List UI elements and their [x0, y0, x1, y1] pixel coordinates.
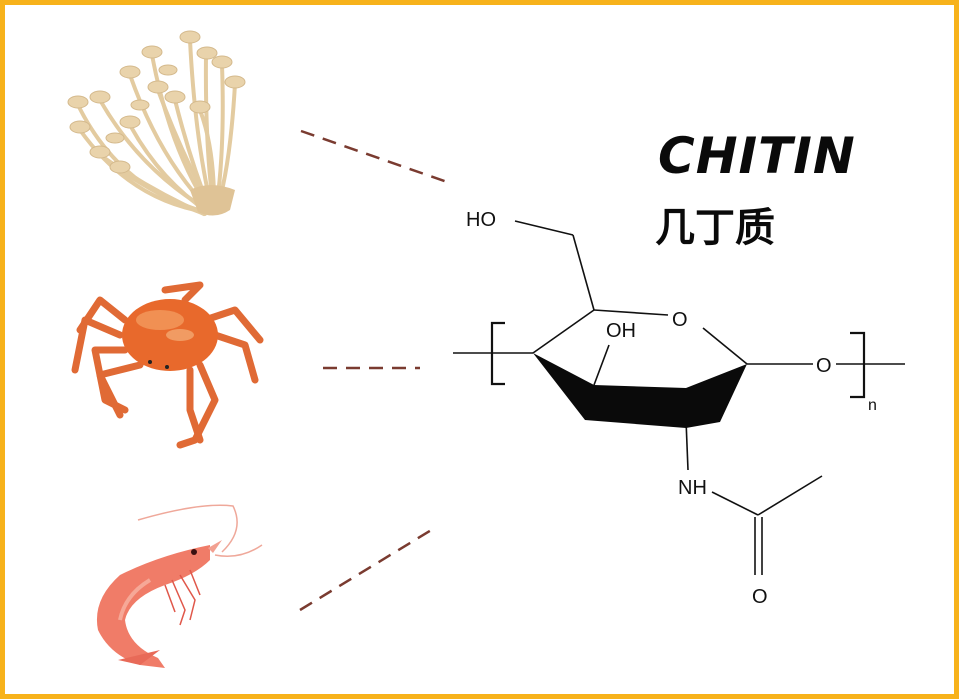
label-ring-oxygen: O [672, 309, 688, 331]
chitin-structure [453, 220, 905, 575]
title-english: CHITIN [658, 127, 856, 185]
title-chinese: 几丁质 [655, 205, 775, 251]
label-oh: OH [606, 320, 636, 342]
label-carbonyl-oxygen: O [752, 586, 768, 608]
connector-shrimp [299, 527, 434, 612]
label-ho: HO [466, 209, 496, 231]
label-nh: NH [678, 477, 707, 499]
shrimp-icon [96, 504, 263, 668]
mushroom-icon [67, 30, 246, 216]
label-repeat-n: n [868, 397, 877, 414]
connector-lines [299, 129, 451, 612]
crab-icon [71, 281, 264, 449]
label-glycosidic-oxygen: O [816, 355, 832, 377]
connector-mushroom [300, 129, 451, 185]
ring-wedge [533, 353, 747, 428]
